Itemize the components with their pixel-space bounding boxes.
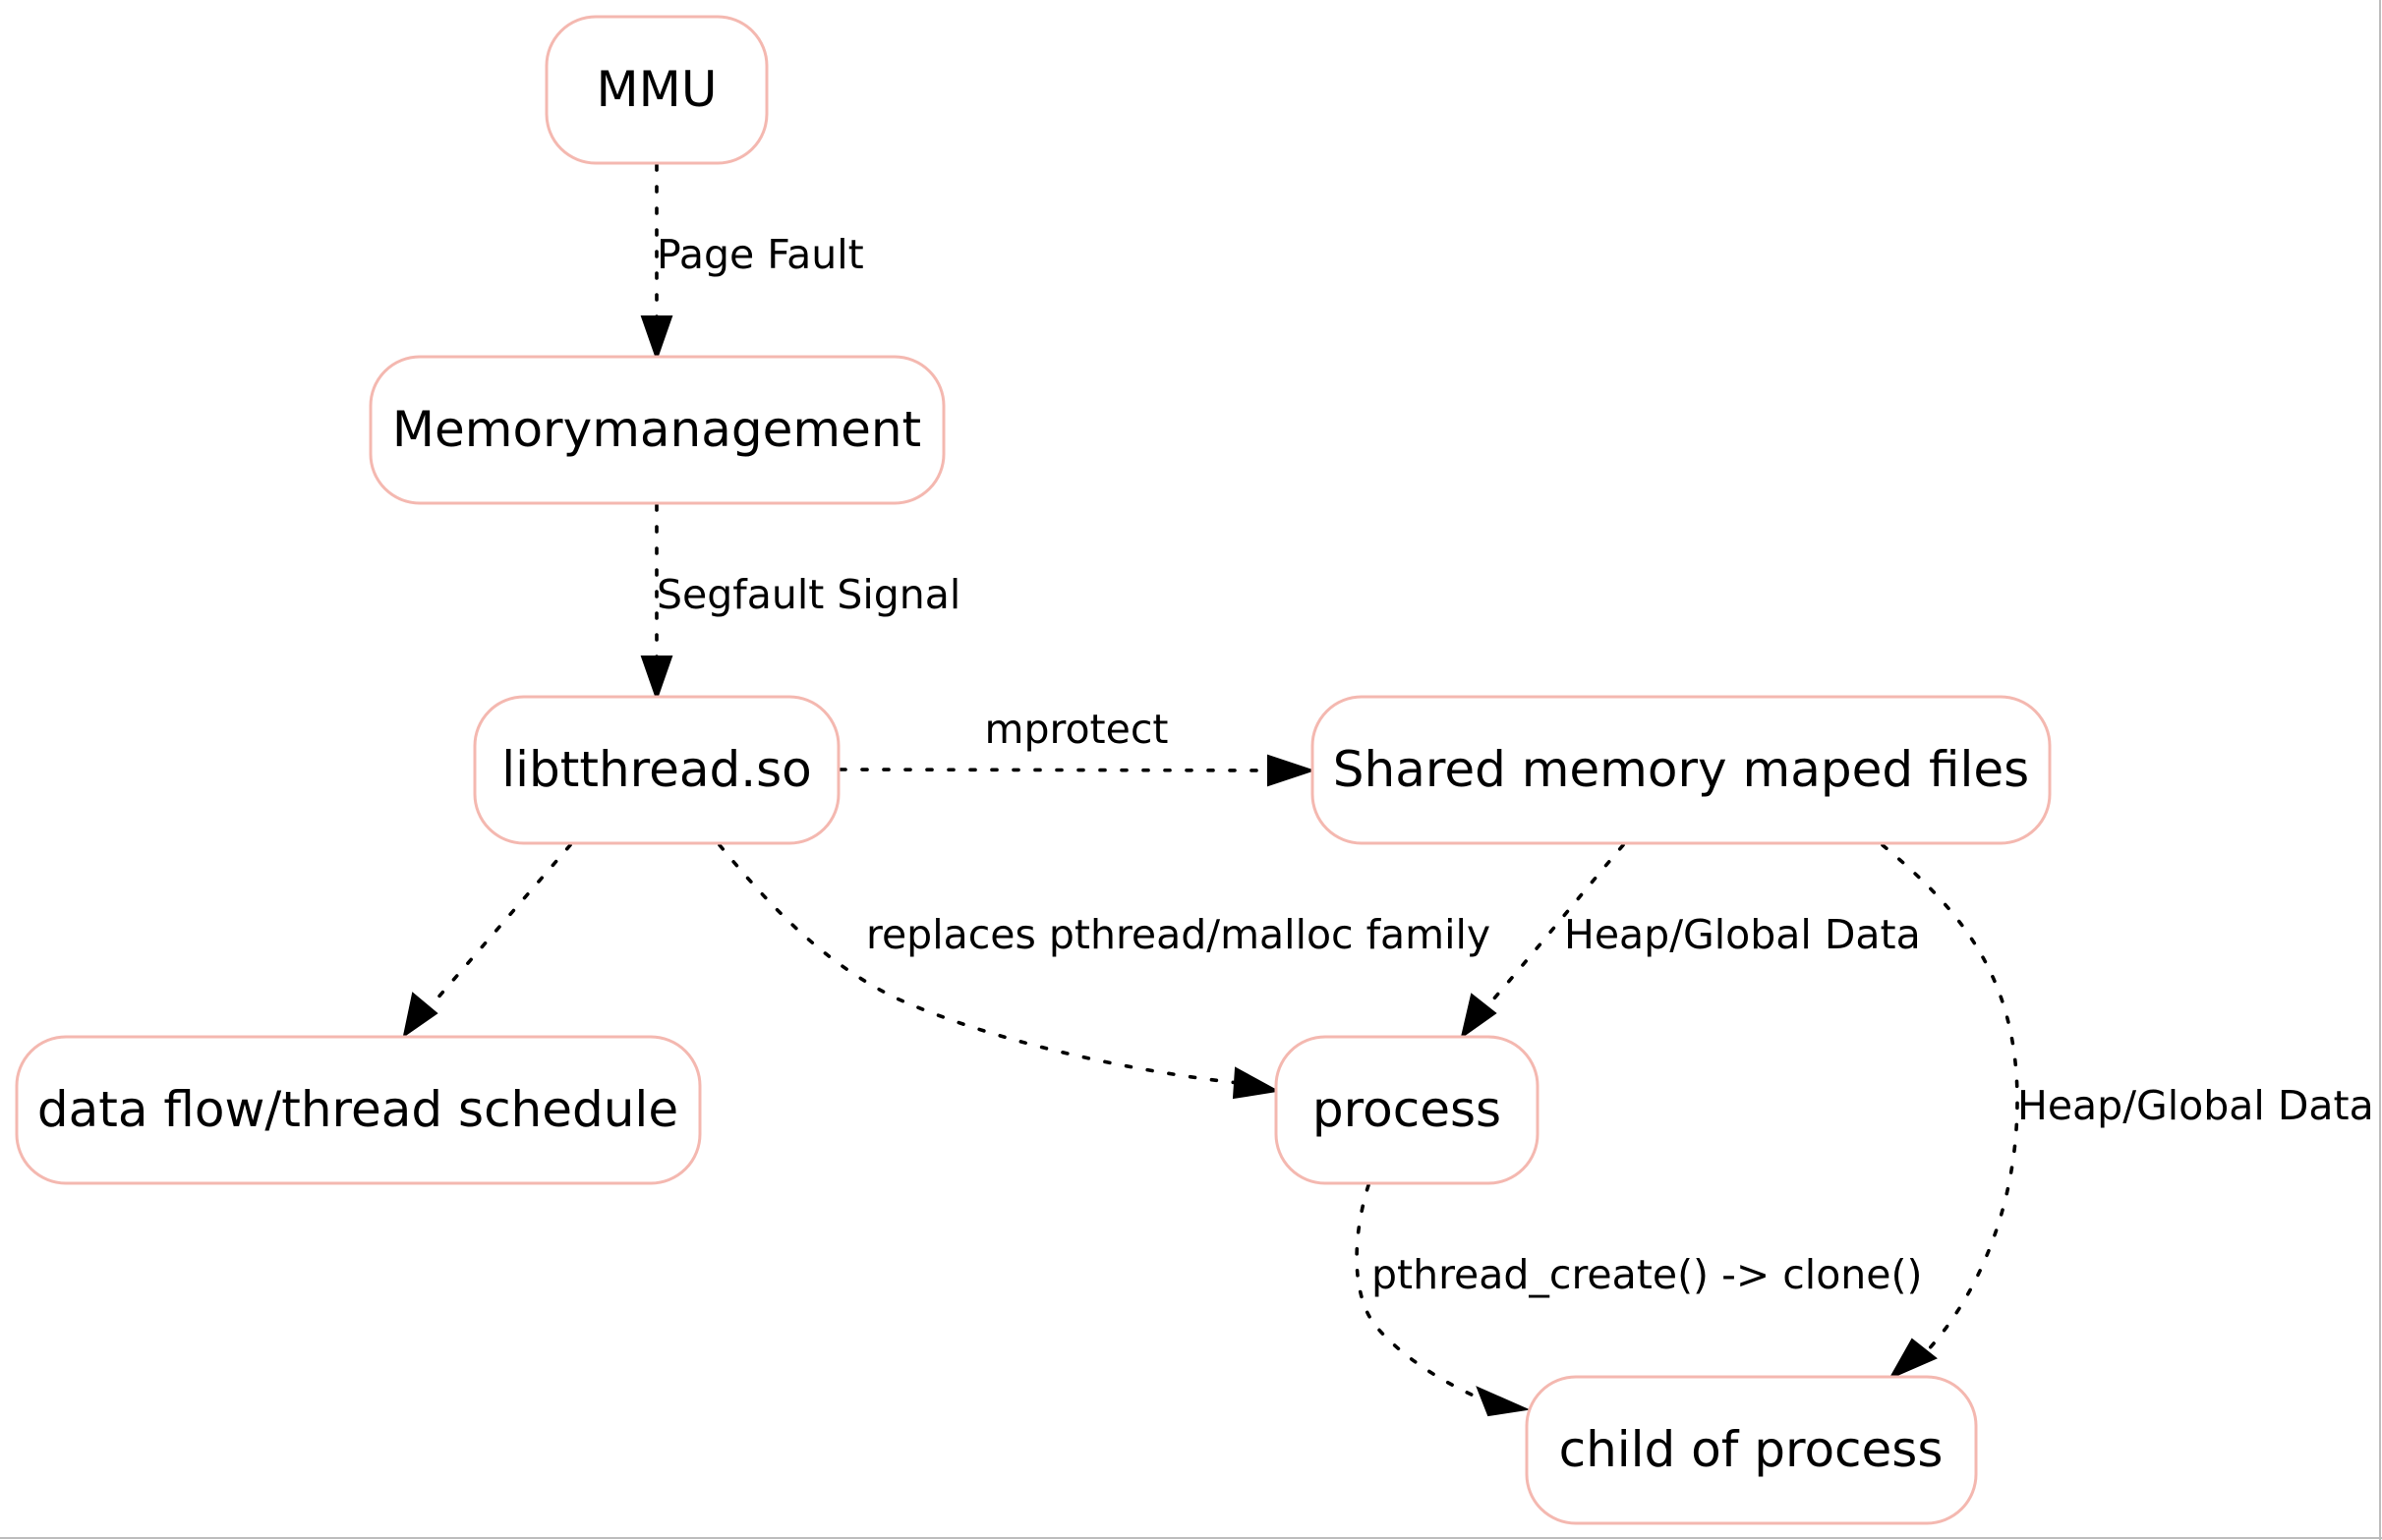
edge-label-segfault-signal: Segfault Signal	[657, 571, 960, 618]
edge-label-heap-global-data: Heap/Global Data	[1564, 911, 1921, 958]
node-box	[15, 1035, 702, 1185]
edge-line	[1355, 1183, 1486, 1402]
node-label: MMU	[597, 61, 718, 118]
node-label: child of process	[1559, 1421, 1944, 1478]
edge-line	[718, 843, 1241, 1085]
node-mmu: MMU	[545, 15, 769, 165]
arrowhead	[640, 656, 673, 703]
arrowhead	[640, 315, 673, 363]
arrowhead	[1888, 1338, 1938, 1381]
edge-label-page-fault: Page Fault	[657, 231, 864, 278]
node-label: process	[1312, 1081, 1501, 1138]
arrowhead	[1476, 1386, 1531, 1417]
node-shared-memory: Shared memory maped files	[1310, 695, 2052, 845]
edge-label-pthread-create: pthread_create() -> clone()	[1371, 1251, 1923, 1298]
node-label: Shared memory maped files	[1333, 741, 2029, 798]
edge-label-mprotect: mprotect	[985, 706, 1169, 753]
node-process: process	[1274, 1035, 1540, 1185]
node-box	[369, 355, 946, 505]
arrowhead	[1267, 754, 1316, 787]
edge-label-replaces-pthread: replaces pthread/malloc family	[866, 911, 1490, 958]
edge-line	[1881, 843, 2019, 1353]
node-box	[473, 695, 841, 845]
edge-memorymanagement-to-libtthread: Segfault Signal	[640, 503, 960, 703]
node-memorymanagement: Memorymanagement	[369, 355, 946, 505]
node-child-of-process: child of process	[1525, 1375, 1978, 1525]
node-libtthread: libtthread.so	[473, 695, 841, 845]
edge-label-heap-global-data: Heap/Global Data	[2017, 1082, 2374, 1129]
edge-mmu-to-memorymanagement: Page Fault	[640, 163, 864, 363]
node-box	[545, 15, 769, 165]
edge-libtthread-to-process: replaces pthread/malloc family	[718, 843, 1490, 1100]
edge-line	[428, 843, 572, 1009]
node-data-flow: data flow/thread schedule	[15, 1035, 702, 1185]
edge-line	[1484, 843, 1625, 1009]
arrowhead	[1232, 1066, 1281, 1100]
node-label: Memorymanagement	[392, 401, 921, 458]
edge-process-to-child: pthread_create() -> clone()	[1355, 1183, 1923, 1417]
node-label: data flow/thread schedule	[37, 1081, 678, 1138]
node-box	[1310, 695, 2052, 845]
node-box	[1274, 1035, 1540, 1185]
edge-shared-memory-to-child: Heap/Global Data	[1881, 843, 2374, 1381]
arrowhead	[1460, 993, 1497, 1040]
edge-libtthread-to-shared-memory: mprotect	[839, 706, 1316, 787]
arrowhead	[402, 992, 438, 1039]
node-box	[1525, 1375, 1978, 1525]
edge-shared-memory-to-process: Heap/Global Data	[1460, 843, 1921, 1040]
edge-libtthread-to-data-flow	[402, 843, 572, 1039]
node-label: libtthread.so	[501, 741, 812, 798]
